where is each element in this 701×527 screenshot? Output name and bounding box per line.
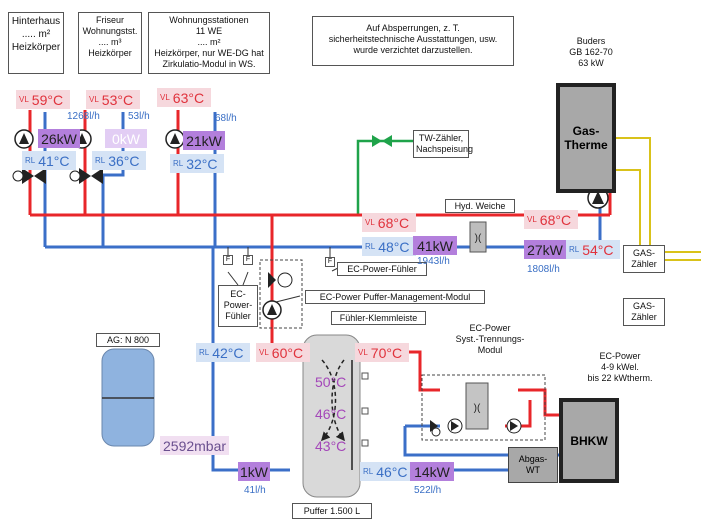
bhkw: BHKW (559, 398, 619, 483)
puffer-layer-1: 50°C (315, 374, 347, 390)
tw-meter-label: TW-Zähler, Nachspeisung (413, 130, 473, 158)
ec-power-sensor-left-label: EC- Power- Fühler (218, 285, 258, 327)
drinking-water-line (356, 139, 415, 215)
power-weiche-right: 27kW (524, 240, 566, 259)
puffer-layer-3: 43°C (315, 438, 347, 454)
expansion-tank-icon (101, 348, 155, 447)
separation-module-label: EC-Power Syst.-Trennungs- Modul (455, 323, 525, 355)
boiler-label: Buders GB 162-70 63 kW (569, 36, 613, 68)
mixer-valve-icons (12, 168, 103, 184)
flow-weiche-right: 1808l/h (527, 264, 560, 275)
flow-weiche-left: 1943l/h (417, 256, 450, 267)
power-puffer-left: 1kW (238, 462, 270, 481)
power-weiche-left: 41kW (413, 236, 457, 255)
hyd-weiche-label: Hyd. Weiche (445, 199, 515, 213)
pressure-readout: 2592mbar (160, 436, 230, 455)
consumer-wohnungen: Wohnungsstationen 11 WE .... m² Heizkörp… (148, 12, 270, 74)
info-note: Auf Absperrungen, z. T. sicherheitstechn… (312, 16, 514, 66)
separation-heat-exchanger-icon: )( (465, 382, 489, 430)
gas-meter-2: GAS- Zähler (623, 298, 665, 326)
puffer-label: Puffer 1.500 L (292, 503, 372, 519)
flow-wohnungen: 68l/h (215, 113, 237, 124)
f-sensor-1: F (223, 255, 233, 265)
power-friseur: 0kW (105, 129, 147, 148)
separation-pump-icons (430, 418, 522, 437)
gas-lines (615, 137, 701, 261)
hydraulic-separator-icon: )( (469, 221, 487, 253)
check-valve-icon (372, 135, 392, 147)
gas-meter-1: GAS- Zähler (623, 245, 665, 273)
power-wohnungen: 21kW (183, 131, 225, 150)
f-sensor-2: F (243, 255, 253, 265)
puffer-layer-2: 46°C (315, 406, 347, 422)
flow-puffer-left: 41l/h (244, 485, 266, 496)
ec-power-sensor-label: EC-Power-Fühler (337, 262, 427, 276)
svg-text:)(: )( (475, 233, 482, 244)
power-hinterhaus: 26kW (38, 129, 80, 148)
puffer-module-pump-icon (262, 272, 293, 320)
bhkw-label: EC-Power 4-9 kWel. bis 22 kWtherm. (587, 351, 653, 383)
consumer-hinterhaus: Hinterhaus ..... m² Heizkörper (8, 12, 64, 74)
consumer-friseur: Friseur Wohnungstst. .... m³ Heizkörper (78, 12, 142, 74)
gas-therme: Gas- Therme (556, 83, 616, 193)
flow-hinterhaus: 1268l/h (67, 111, 100, 122)
svg-text:)(: )( (474, 403, 481, 414)
buffer-tank-icon (302, 334, 361, 498)
ag-tank-label: AG: N 800 (96, 333, 160, 347)
flow-puffer-right: 522l/h (414, 485, 442, 496)
puffer-module-frame (259, 259, 303, 329)
separation-module-frame (421, 374, 546, 441)
puffer-module-label: EC-Power Puffer-Management-Modul (305, 290, 485, 304)
f-sensor-3: F (325, 257, 335, 267)
abgas-wt: Abgas- WT (508, 447, 558, 483)
power-puffer-right: 14kW (410, 462, 454, 481)
fuehler-klemmleiste-label: Fühler-Klemmleiste (331, 311, 426, 325)
sensor-clip-icons (361, 372, 369, 474)
flow-friseur: 53l/h (128, 111, 150, 122)
